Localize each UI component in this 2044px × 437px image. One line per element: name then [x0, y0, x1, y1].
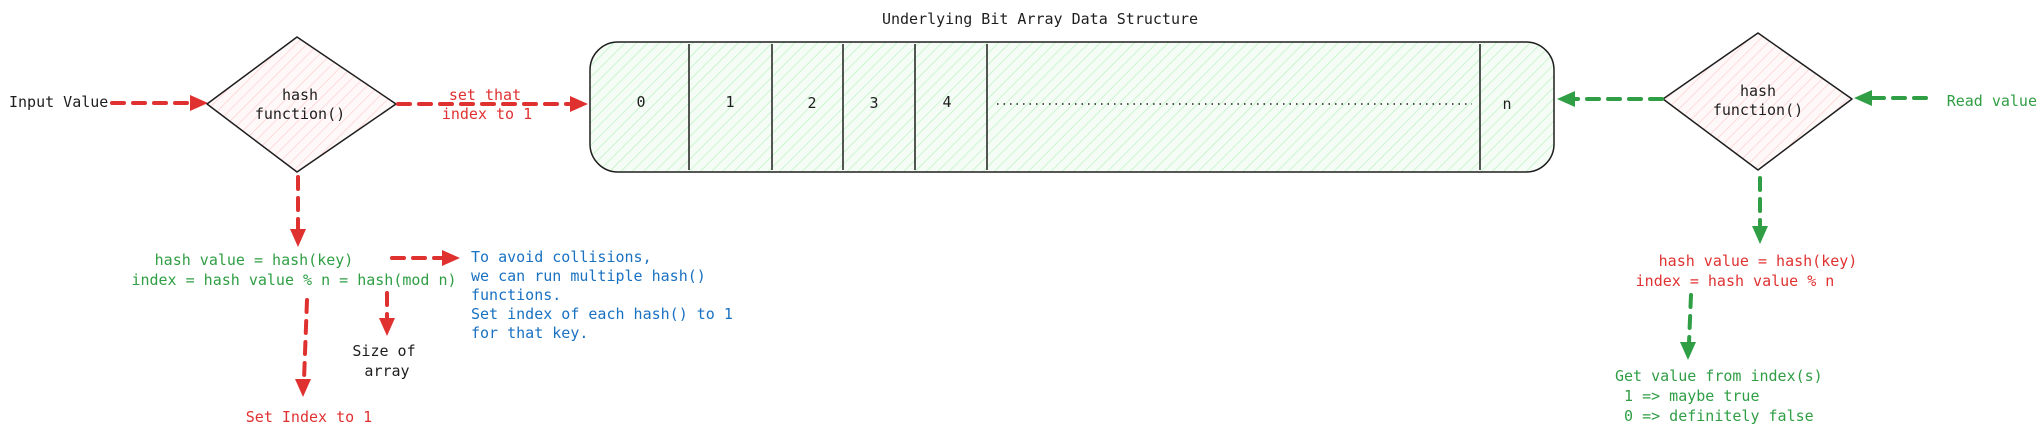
hash-label: function(): [255, 105, 345, 123]
hash-diamond: [1662, 32, 1853, 171]
input-value-label: Input Value: [9, 93, 108, 111]
bit-array: 0 1 2 3 4 n: [589, 41, 1555, 173]
size-label: Size of: [352, 342, 415, 360]
bit-cell-3: 3: [869, 94, 878, 112]
note-line: we can run multiple hash(): [471, 267, 706, 285]
set-index-label: index to 1: [442, 105, 532, 123]
result-line: 0 => definitely false: [1615, 407, 1814, 425]
result-arrowhead: [1680, 342, 1696, 360]
result-note: Get value from index(s) 1 => maybe true …: [1615, 367, 1823, 425]
bit-cell-n: n: [1502, 95, 1511, 113]
read-value-label: Read value: [1947, 92, 2037, 110]
set-index-label: set that: [449, 86, 521, 104]
bit-array-box: [589, 41, 1555, 173]
formula-right: hash value = hash(key): [1659, 252, 1858, 270]
hash-diamond: [206, 36, 397, 173]
hash-label: hash: [282, 86, 318, 104]
bit-cell-4: 4: [942, 93, 951, 111]
formula-right: index = hash value % n: [1636, 272, 1835, 290]
note-line: for that key.: [471, 324, 588, 342]
size-arrowhead: [379, 318, 395, 336]
note-line: To avoid collisions,: [471, 248, 652, 266]
hash-function-left: hash function(): [206, 36, 397, 173]
set-index-down-arrow: [302, 298, 309, 382]
set-index-arrowhead: [570, 96, 588, 112]
collision-arrowhead: [442, 250, 460, 266]
result-arrow: [1687, 293, 1693, 345]
read-arrowhead: [1854, 90, 1872, 106]
set-index-result: Set Index to 1: [246, 408, 372, 426]
formula-left: index = hash value % n = hash(mod n): [131, 271, 456, 289]
hash-label: hash: [1740, 82, 1776, 100]
set-index-down-arrowhead: [295, 379, 311, 397]
diagram-title: Underlying Bit Array Data Structure: [882, 10, 1198, 28]
bit-cell-0: 0: [636, 93, 645, 111]
hash-function-right: hash function(): [1662, 32, 1853, 171]
hash-label: function(): [1713, 101, 1803, 119]
note-line: Set index of each hash() to 1: [471, 305, 733, 323]
input-arrowhead: [190, 95, 208, 111]
formula-left: hash value = hash(key): [155, 251, 354, 269]
size-label: array: [364, 362, 409, 380]
hash-down-arrowhead-right: [1752, 226, 1768, 244]
bit-cell-2: 2: [807, 94, 816, 112]
bit-cell-1: 1: [725, 93, 734, 111]
collision-note: To avoid collisions, we can run multiple…: [471, 248, 733, 342]
hash-down-arrowhead: [290, 229, 306, 247]
result-line: Get value from index(s): [1615, 367, 1823, 385]
lookup-arrowhead: [1557, 91, 1575, 107]
note-line: functions.: [471, 286, 561, 304]
result-line: 1 => maybe true: [1615, 387, 1760, 405]
